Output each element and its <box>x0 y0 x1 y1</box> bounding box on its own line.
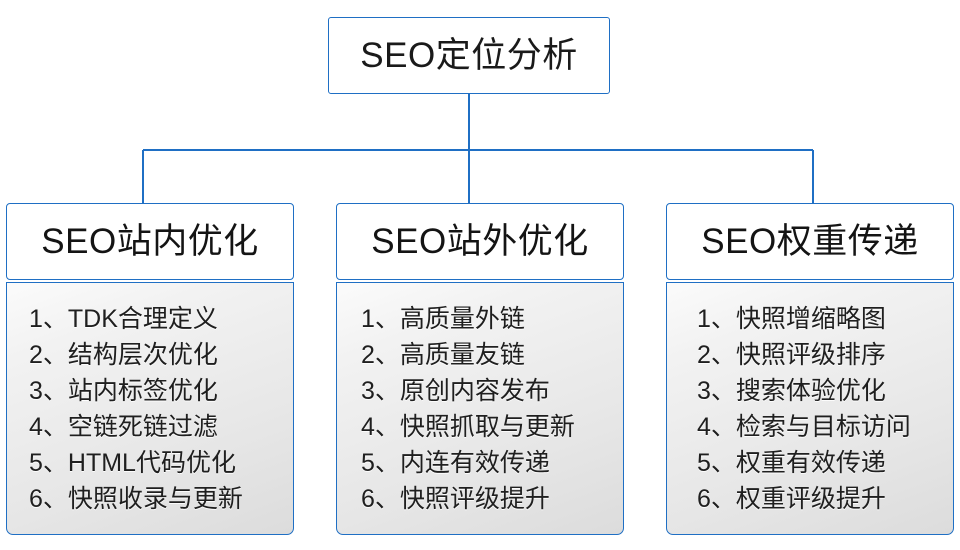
list-item: 4、空链死链过滤 <box>29 413 218 441</box>
branch-header-1: SEO站内优化 <box>6 203 294 280</box>
branch-header-label-3: SEO权重传递 <box>701 222 919 261</box>
list-item: 6、快照评级提升 <box>361 485 550 513</box>
branch-header-label-2: SEO站外优化 <box>371 222 589 261</box>
list-item: 4、检索与目标访问 <box>697 413 911 441</box>
list-item: 5、权重有效传递 <box>697 449 886 477</box>
branch-header-label-1: SEO站内优化 <box>41 222 259 261</box>
list-item: 5、内连有效传递 <box>361 449 550 477</box>
branch-column-1: SEO站内优化 1、TDK合理定义 2、结构层次优化 3、站内标签优化 4、空链… <box>6 203 294 535</box>
list-item: 6、快照收录与更新 <box>29 485 243 513</box>
list-item: 1、高质量外链 <box>361 305 525 333</box>
list-item: 1、TDK合理定义 <box>29 305 218 333</box>
list-item: 1、快照增缩略图 <box>697 305 886 333</box>
list-item: 2、快照评级排序 <box>697 341 886 369</box>
branch-list-1: 1、TDK合理定义 2、结构层次优化 3、站内标签优化 4、空链死链过滤 5、H… <box>6 282 294 535</box>
branch-column-2: SEO站外优化 1、高质量外链 2、高质量友链 3、原创内容发布 4、快照抓取与… <box>336 203 624 535</box>
list-item: 3、原创内容发布 <box>361 377 550 405</box>
branch-column-3: SEO权重传递 1、快照增缩略图 2、快照评级排序 3、搜索体验优化 4、检索与… <box>666 203 954 535</box>
list-item: 3、站内标签优化 <box>29 377 218 405</box>
root-node: SEO定位分析 <box>328 17 610 94</box>
list-item: 5、HTML代码优化 <box>29 449 236 477</box>
list-item: 6、权重评级提升 <box>697 485 886 513</box>
branch-header-2: SEO站外优化 <box>336 203 624 280</box>
root-node-label: SEO定位分析 <box>360 36 578 75</box>
list-item: 2、高质量友链 <box>361 341 525 369</box>
branch-list-3: 1、快照增缩略图 2、快照评级排序 3、搜索体验优化 4、检索与目标访问 5、权… <box>666 282 954 535</box>
list-item: 4、快照抓取与更新 <box>361 413 575 441</box>
list-item: 2、结构层次优化 <box>29 341 218 369</box>
branch-list-2: 1、高质量外链 2、高质量友链 3、原创内容发布 4、快照抓取与更新 5、内连有… <box>336 282 624 535</box>
branch-header-3: SEO权重传递 <box>666 203 954 280</box>
list-item: 3、搜索体验优化 <box>697 377 886 405</box>
